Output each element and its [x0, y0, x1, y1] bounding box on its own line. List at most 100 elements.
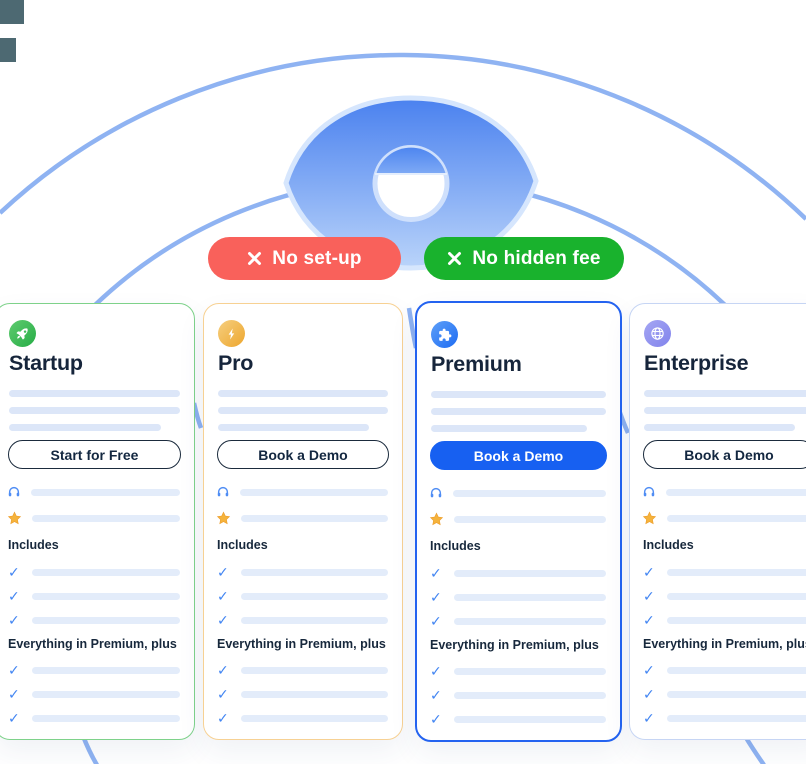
- check-icon: ✓: [643, 662, 655, 678]
- placeholder-line: [240, 666, 388, 674]
- feature-check-row: ✓: [8, 565, 180, 579]
- badge-no-hidden-fee: No hidden fee: [424, 237, 624, 280]
- check-icon: ✓: [430, 711, 442, 727]
- placeholder-line: [31, 592, 180, 600]
- star-icon: [642, 511, 657, 524]
- arc-fragment: [80, 735, 99, 764]
- feature-check-row: ✓: [643, 565, 806, 579]
- check-icon: ✓: [8, 662, 20, 678]
- everything-label: Everything in Premium, plus: [430, 638, 599, 652]
- puzzle-icon: [431, 321, 458, 348]
- plan-card-enterprise: Enterprise Book a Demo Includes ✓ ✓ ✓ Ev…: [629, 303, 806, 740]
- placeholder-line: [240, 714, 388, 722]
- badge-no-setup: No set-up: [208, 237, 401, 280]
- arc-fragment: [743, 734, 766, 764]
- eye-pupil-top: [376, 147, 446, 174]
- x-icon: [248, 252, 262, 265]
- badge-label: No hidden fee: [472, 247, 601, 269]
- lightning-icon: [218, 320, 245, 347]
- check-icon: ✓: [643, 686, 655, 702]
- placeholder-line: [666, 488, 806, 496]
- arc-fragment: [191, 402, 204, 429]
- placeholder-line: [453, 691, 606, 699]
- headset-icon: [217, 486, 229, 497]
- check-icon: ✓: [643, 710, 655, 726]
- placeholder-line: [431, 391, 606, 398]
- headset-icon: [430, 487, 442, 498]
- placeholder-line: [218, 390, 388, 397]
- feature-check-row: ✓: [643, 613, 806, 627]
- check-icon: ✓: [8, 588, 20, 604]
- feature-check-row: ✓: [8, 589, 180, 603]
- book-demo-button[interactable]: Book a Demo: [430, 441, 607, 470]
- corner-artifact: [0, 38, 16, 62]
- placeholder-line: [9, 407, 180, 414]
- feature-check-row: ✓: [8, 613, 180, 627]
- everything-label: Everything in Premium, plus: [217, 637, 386, 651]
- feature-check-row: ✓: [217, 565, 388, 579]
- placeholder-line: [31, 666, 180, 674]
- placeholder-line: [666, 616, 806, 624]
- feature-check-row: ✓: [217, 589, 388, 603]
- feature-check-row: ✓: [430, 664, 606, 678]
- star-icon: [429, 512, 444, 525]
- headset-icon: [8, 486, 20, 497]
- book-demo-button[interactable]: Book a Demo: [217, 440, 389, 469]
- feature-check-row: ✓: [430, 688, 606, 702]
- rocket-icon: [9, 320, 36, 347]
- support-feature-row: [429, 486, 606, 500]
- support-feature-row: [642, 485, 806, 499]
- check-icon: ✓: [217, 710, 229, 726]
- support-feature-row: [216, 485, 388, 499]
- feature-check-row: ✓: [430, 712, 606, 726]
- placeholder-line: [666, 592, 806, 600]
- check-icon: ✓: [8, 710, 20, 726]
- placeholder-line: [431, 408, 606, 415]
- globe-icon: [644, 320, 671, 347]
- feature-check-row: ✓: [217, 687, 388, 701]
- placeholder-line: [666, 666, 806, 674]
- check-icon: ✓: [217, 662, 229, 678]
- outer-arc: [0, 52, 806, 221]
- check-icon: ✓: [430, 663, 442, 679]
- placeholder-line: [644, 390, 806, 397]
- book-demo-button[interactable]: Book a Demo: [643, 440, 806, 469]
- placeholder-line: [240, 568, 388, 576]
- placeholder-line: [453, 617, 606, 625]
- placeholder-line: [453, 715, 606, 723]
- headset-icon: [643, 486, 655, 497]
- rating-feature-row: [642, 511, 806, 525]
- feature-check-row: ✓: [643, 711, 806, 725]
- check-icon: ✓: [217, 612, 229, 628]
- placeholder-line: [644, 424, 796, 431]
- everything-label: Everything in Premium, plus: [643, 637, 806, 651]
- feature-check-row: ✓: [8, 687, 180, 701]
- plan-card-pro: Pro Book a Demo Includes ✓ ✓ ✓ Everythin…: [203, 303, 403, 740]
- feature-check-row: ✓: [217, 711, 388, 725]
- includes-label: Includes: [643, 538, 694, 552]
- placeholder-line: [9, 424, 162, 431]
- feature-check-row: ✓: [217, 663, 388, 677]
- placeholder-line: [453, 569, 606, 577]
- feature-check-row: ✓: [643, 687, 806, 701]
- placeholder-line: [453, 593, 606, 601]
- badge-label: No set-up: [272, 247, 362, 269]
- corner-artifact: [0, 0, 24, 24]
- feature-check-row: ✓: [217, 613, 388, 627]
- placeholder-line: [218, 424, 370, 431]
- check-icon: ✓: [430, 613, 442, 629]
- check-icon: ✓: [430, 589, 442, 605]
- rating-feature-row: [216, 511, 388, 525]
- includes-label: Includes: [430, 539, 481, 553]
- check-icon: ✓: [8, 686, 20, 702]
- check-icon: ✓: [430, 565, 442, 581]
- check-icon: ✓: [643, 612, 655, 628]
- check-icon: ✓: [643, 564, 655, 580]
- check-icon: ✓: [643, 588, 655, 604]
- feature-check-row: ✓: [430, 566, 606, 580]
- placeholder-line: [454, 515, 606, 523]
- rating-feature-row: [7, 511, 180, 525]
- start-for-free-button[interactable]: Start for Free: [8, 440, 181, 469]
- placeholder-line: [644, 407, 806, 414]
- placeholder-line: [453, 489, 606, 497]
